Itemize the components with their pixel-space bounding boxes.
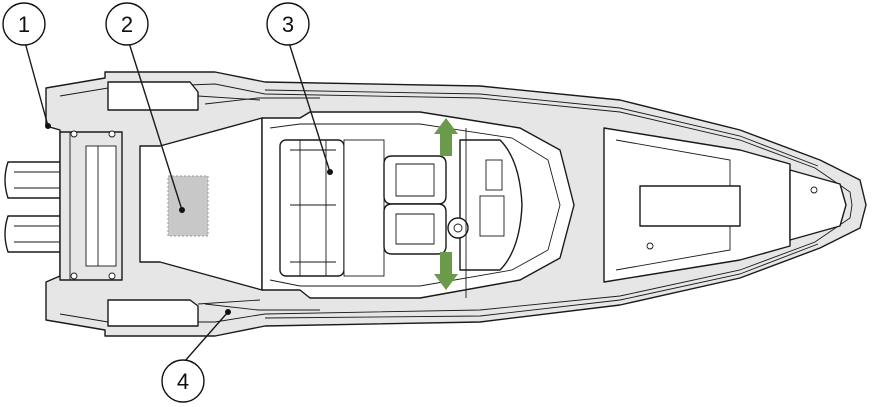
seat-icon bbox=[383, 155, 447, 205]
steering-wheel-icon bbox=[447, 217, 469, 239]
leader-lines bbox=[25, 45, 331, 363]
callout-label: 4 bbox=[177, 369, 189, 394]
aft-deck bbox=[139, 117, 263, 291]
bow bbox=[603, 127, 847, 283]
callout-3: 3 bbox=[266, 2, 310, 46]
transom bbox=[59, 130, 123, 281]
side-lockers bbox=[107, 81, 320, 327]
callout-2: 2 bbox=[105, 2, 149, 46]
console-area bbox=[261, 111, 575, 299]
seat-icon bbox=[279, 139, 345, 277]
callout-1: 1 bbox=[2, 2, 46, 46]
up-arrow-icon bbox=[434, 118, 458, 156]
down-arrow-icon bbox=[434, 252, 458, 290]
callout-4: 4 bbox=[161, 359, 205, 403]
callout-label: 3 bbox=[282, 12, 294, 37]
seat-icon bbox=[383, 203, 447, 255]
callout-label: 1 bbox=[18, 12, 30, 37]
callout-label: 2 bbox=[121, 12, 133, 37]
